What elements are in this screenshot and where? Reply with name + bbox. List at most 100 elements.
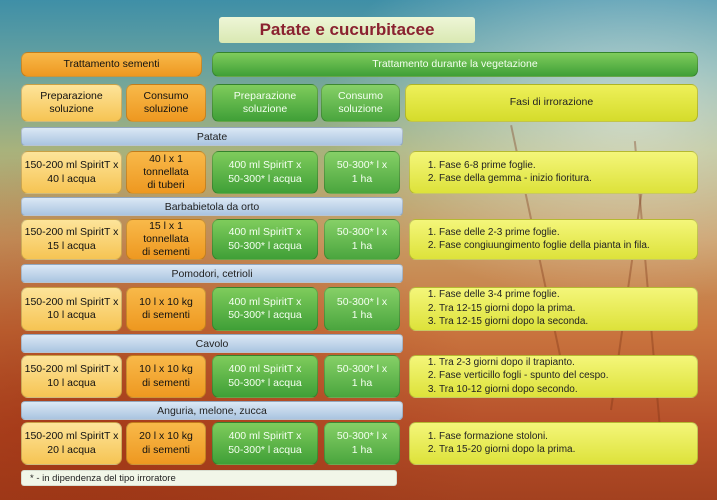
seed-prep-line: 20 l acqua	[47, 443, 96, 456]
phases-list: Fase delle 3-4 prime foglie. Tra 12-15 g…	[424, 288, 588, 330]
seed-prep-line: 150-200 ml SpiritT x	[24, 226, 119, 239]
veg-prep-line: 400 ml SpiritT x	[228, 295, 302, 308]
phase-item: Tra 12-15 giorni dopo la prima.	[439, 303, 588, 316]
seed-cons-cell: 20 l x 10 kg di sementi	[126, 422, 206, 465]
phase-item: Fase 6-8 prime foglie.	[439, 160, 592, 173]
phase-item: Fase formazione stoloni.	[439, 431, 575, 444]
veg-prep-line: 400 ml SpiritT x	[228, 159, 302, 172]
vegetation-treatment-label: Trattamento durante la vegetazione	[372, 57, 538, 70]
seed-cons-line: tonnellata	[143, 165, 189, 178]
phase-item: Fase delle 2-3 prime foglie.	[439, 227, 650, 240]
seed-prep-line: 150-200 ml SpiritT x	[24, 363, 119, 376]
veg-cons-line: 50-300* l x	[336, 226, 388, 239]
seed-prep-line: 150-200 ml SpiritT x	[24, 159, 119, 172]
phases-header: Fasi di irrorazione	[405, 84, 698, 122]
phase-item: Fase verticillo fogli - spunto del cespo…	[439, 370, 609, 383]
veg-cons-line: 1 ha	[351, 172, 373, 185]
phases-list: Tra 2-3 giorni dopo il trapianto. Fase v…	[424, 356, 609, 398]
phases-cell: Fase delle 3-4 prime foglie. Tra 12-15 g…	[409, 287, 698, 331]
seed-cons-line: 10 l x 10 kg	[139, 363, 193, 376]
seed-prep-line: 40 l acqua	[47, 172, 96, 185]
page-title: Patate e cucurbitacee	[219, 17, 475, 43]
phases-cell: Fase delle 2-3 prime foglie. Fase congiu…	[409, 219, 698, 260]
phase-item: Tra 15-20 giorni dopo la prima.	[439, 444, 575, 457]
phases-cell: Tra 2-3 giorni dopo il trapianto. Fase v…	[409, 355, 698, 398]
veg-cons-line: 1 ha	[351, 376, 373, 389]
seed-prep-line: 150-200 ml SpiritT x	[24, 295, 119, 308]
phase-item: Fase congiuungimento foglie della pianta…	[439, 240, 650, 253]
seed-prep-cell: 150-200 ml SpiritT x 15 l acqua	[21, 219, 122, 260]
seed-prep-cell: 150-200 ml SpiritT x 10 l acqua	[21, 355, 122, 398]
veg-prep-line: 50-300* l acqua	[228, 239, 302, 252]
phase-item: Fase delle 3-4 prime foglie.	[439, 289, 588, 302]
seed-prep-line: 10 l acqua	[47, 376, 96, 389]
seed-prep-line: 10 l acqua	[47, 309, 96, 321]
veg-cons-cell: 50-300* l x 1 ha	[324, 287, 400, 331]
seed-cons-cell: 10 l x 10 kg di sementi	[126, 287, 206, 331]
veg-prep-cell: 400 ml SpiritT x 50-300* l acqua	[212, 151, 318, 194]
phase-item: Tra 12-15 giorni dopo la seconda.	[439, 316, 588, 329]
phases-list: Fase 6-8 prime foglie. Fase della gemma …	[424, 159, 592, 187]
seed-prep-cell: 150-200 ml SpiritT x 10 l acqua	[21, 287, 122, 331]
veg-prep-line: 50-300* l acqua	[228, 172, 302, 185]
crop-title: Anguria, melone, zucca	[21, 401, 403, 420]
phase-item: Fase della gemma - inizio fioritura.	[439, 173, 592, 186]
veg-prep-line: 400 ml SpiritT x	[228, 430, 302, 443]
veg-cons-line: 50-300* l x	[336, 363, 388, 376]
phases-cell: Fase formazione stoloni. Tra 15-20 giorn…	[409, 422, 698, 465]
veg-cons-line: 50-300* l x	[336, 295, 388, 308]
veg-prep-line: 400 ml SpiritT x	[228, 226, 302, 239]
veg-cons-cell: 50-300* l x 1 ha	[324, 151, 400, 194]
seed-cons-line: di sementi	[142, 443, 190, 456]
crop-title: Barbabietola da orto	[21, 197, 403, 216]
veg-prep-cell: 400 ml SpiritT x 50-300* l acqua	[212, 219, 318, 260]
seed-cons-line: di sementi	[142, 309, 190, 321]
crop-title: Patate	[21, 127, 403, 146]
seed-consumption-header: Consumo soluzione	[126, 84, 206, 122]
veg-cons-cell: 50-300* l x 1 ha	[324, 422, 400, 465]
seed-cons-line: 40 l x 1	[149, 152, 183, 165]
seed-cons-cell: 40 l x 1 tonnellata di tuberi	[126, 151, 206, 194]
seed-cons-line: tonnellata	[143, 232, 189, 245]
seed-prep-cell: 150-200 ml SpiritT x 20 l acqua	[21, 422, 122, 465]
veg-consumption-label: Consumo soluzione	[338, 89, 383, 115]
veg-prep-cell: 400 ml SpiritT x 50-300* l acqua	[212, 287, 318, 331]
veg-prep-cell: 400 ml SpiritT x 50-300* l acqua	[212, 355, 318, 398]
veg-consumption-header: Consumo soluzione	[321, 84, 400, 122]
seed-cons-line: 20 l x 10 kg	[139, 430, 193, 443]
phases-label: Fasi di irrorazione	[509, 96, 594, 109]
seed-prep-cell: 150-200 ml SpiritT x 40 l acqua	[21, 151, 122, 194]
seed-cons-line: 10 l x 10 kg	[139, 295, 193, 308]
phases-cell: Fase 6-8 prime foglie. Fase della gemma …	[409, 151, 698, 194]
veg-prep-cell: 400 ml SpiritT x 50-300* l acqua	[212, 422, 318, 465]
seed-cons-cell: 15 l x 1 tonnellata di sementi	[126, 219, 206, 260]
seed-cons-line: 15 l x 1	[149, 219, 183, 232]
phases-list: Fase delle 2-3 prime foglie. Fase congiu…	[424, 226, 650, 254]
veg-preparation-label: Preparazione soluzione	[233, 89, 297, 115]
veg-preparation-header: Preparazione soluzione	[212, 84, 318, 122]
veg-cons-line: 50-300* l x	[336, 430, 388, 443]
veg-prep-line: 50-300* l acqua	[228, 376, 302, 389]
veg-cons-cell: 50-300* l x 1 ha	[324, 355, 400, 398]
veg-cons-line: 50-300* l x	[336, 159, 388, 172]
phases-list: Fase formazione stoloni. Tra 15-20 giorn…	[424, 430, 575, 458]
veg-prep-line: 50-300* l acqua	[228, 443, 302, 456]
crop-title: Cavolo	[21, 334, 403, 353]
seed-preparation-header: Preparazione soluzione	[21, 84, 122, 122]
seed-cons-cell: 10 l x 10 kg di sementi	[126, 355, 206, 398]
veg-cons-line: 1 ha	[351, 309, 373, 321]
veg-prep-line: 400 ml SpiritT x	[228, 363, 302, 376]
vegetation-treatment-header: Trattamento durante la vegetazione	[212, 52, 698, 77]
seed-cons-line: di tuberi	[147, 179, 185, 192]
seed-cons-line: di sementi	[142, 246, 190, 259]
veg-cons-cell: 50-300* l x 1 ha	[324, 219, 400, 260]
seed-consumption-label: Consumo soluzione	[143, 89, 189, 115]
seed-treatment-header: Trattamento sementi	[21, 52, 202, 77]
veg-cons-line: 1 ha	[351, 443, 373, 456]
seed-cons-line: di sementi	[142, 376, 190, 389]
crop-title: Pomodori, cetrioli	[21, 264, 403, 283]
seed-prep-line: 150-200 ml SpiritT x	[24, 430, 119, 443]
veg-cons-line: 1 ha	[351, 239, 373, 252]
seed-preparation-label: Preparazione soluzione	[40, 89, 103, 115]
phase-item: Tra 2-3 giorni dopo il trapianto.	[439, 357, 609, 370]
